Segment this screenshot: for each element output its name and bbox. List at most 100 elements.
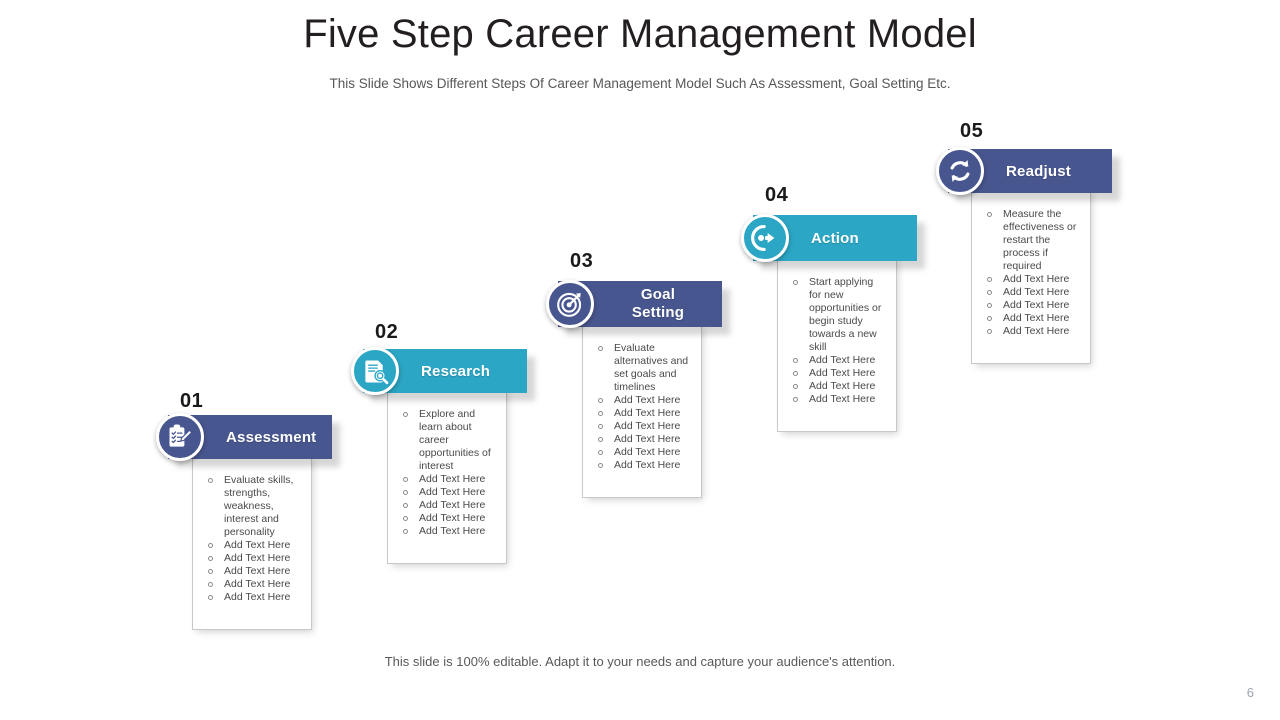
footer-note: This slide is 100% editable. Adapt it to… — [384, 654, 896, 669]
list-item-label: Add Text Here — [419, 499, 486, 511]
list-item-label: Add Text Here — [224, 565, 291, 577]
list-item: Add Text Here — [205, 591, 303, 604]
list-item-label: Add Text Here — [614, 394, 681, 406]
list-item-label: Add Text Here — [1003, 286, 1070, 298]
page-subtitle: This Slide Shows Different Steps Of Care… — [329, 76, 951, 91]
bullet-circle-icon — [403, 528, 408, 534]
list-item: Add Text Here — [205, 578, 303, 591]
list-item-label: Add Text Here — [614, 433, 681, 445]
list-item-label: Add Text Here — [224, 591, 291, 603]
bullet-circle-icon — [987, 315, 992, 321]
list-item-label: Add Text Here — [614, 459, 681, 471]
step-number-02: 02 — [375, 321, 399, 343]
list-item-label: Add Text Here — [809, 380, 876, 392]
document-magnifier-icon — [351, 347, 399, 395]
list-item: Add Text Here — [984, 325, 1082, 338]
bullet-circle-icon — [987, 211, 992, 217]
list-item: Add Text Here — [400, 499, 498, 512]
list-item: Add Text Here — [595, 446, 693, 459]
bullet-circle-icon — [987, 289, 992, 295]
list-item-label: Add Text Here — [809, 393, 876, 405]
list-item: Add Text Here — [790, 367, 888, 380]
list-item-label: Add Text Here — [614, 407, 681, 419]
bullet-circle-icon — [987, 276, 992, 282]
bullet-list-research: Explore and learn about career opportuni… — [400, 408, 498, 538]
list-item: Add Text Here — [595, 433, 693, 446]
step-number-03: 03 — [570, 250, 594, 272]
bullet-circle-icon — [793, 357, 798, 363]
bullet-circle-icon — [208, 542, 213, 548]
step-label-readjust: Readjust — [1006, 162, 1071, 180]
list-item: Add Text Here — [595, 459, 693, 472]
bar-label-line: Goal — [640, 286, 676, 303]
page-number: 6 — [1246, 685, 1254, 700]
list-item: Add Text Here — [984, 286, 1082, 299]
step-body-action: Start applying for new opportunities or … — [777, 255, 897, 432]
bullet-circle-icon — [793, 383, 798, 389]
list-item: Evaluate skills, strengths, weakness, in… — [205, 474, 303, 539]
step-label-action: Action — [811, 229, 859, 247]
step-number-05: 05 — [960, 120, 984, 142]
list-item: Add Text Here — [790, 354, 888, 367]
list-item: Add Text Here — [984, 299, 1082, 312]
list-item: Add Text Here — [400, 525, 498, 538]
list-item-label: Start applying for new opportunities or … — [809, 276, 882, 353]
step-body-goal-setting: Evaluate alternatives and set goals and … — [582, 321, 702, 498]
bullet-list-readjust: Measure the effectiveness or restart the… — [984, 208, 1082, 338]
list-item: Add Text Here — [400, 486, 498, 499]
list-item: Add Text Here — [984, 312, 1082, 325]
step-body-assessment: Evaluate skills, strengths, weakness, in… — [192, 453, 312, 630]
bullet-circle-icon — [598, 410, 603, 416]
bullet-circle-icon — [208, 581, 213, 587]
list-item-label: Add Text Here — [419, 512, 486, 524]
list-item-label: Add Text Here — [419, 473, 486, 485]
list-item: Add Text Here — [595, 394, 693, 407]
bullet-list-assessment: Evaluate skills, strengths, weakness, in… — [205, 474, 303, 604]
list-item: Add Text Here — [790, 380, 888, 393]
list-item-label: Add Text Here — [1003, 273, 1070, 285]
list-item: Add Text Here — [400, 512, 498, 525]
list-item: Add Text Here — [205, 565, 303, 578]
list-item: Add Text Here — [205, 552, 303, 565]
forward-arrow-circle-icon — [741, 214, 789, 262]
bullet-circle-icon — [598, 397, 603, 403]
target-arrow-icon — [546, 280, 594, 328]
bullet-circle-icon — [208, 568, 213, 574]
list-item-label: Add Text Here — [224, 578, 291, 590]
bullet-circle-icon — [403, 489, 408, 495]
list-item-label: Evaluate skills, strengths, weakness, in… — [224, 474, 294, 538]
step-number-04: 04 — [765, 184, 789, 206]
list-item-label: Evaluate alternatives and set goals and … — [614, 342, 689, 393]
list-item: Add Text Here — [790, 393, 888, 406]
bullet-circle-icon — [598, 436, 603, 442]
page-title: Five Step Career Management Model — [303, 12, 977, 56]
clipboard-checklist-pencil-icon — [156, 413, 204, 461]
bullet-circle-icon — [208, 594, 213, 600]
bullet-circle-icon — [793, 396, 798, 402]
list-item: Measure the effectiveness or restart the… — [984, 208, 1082, 273]
bullet-circle-icon — [793, 279, 798, 285]
step-number-01: 01 — [180, 390, 204, 412]
bullet-circle-icon — [598, 345, 603, 351]
list-item-label: Add Text Here — [614, 446, 681, 458]
bullet-circle-icon — [403, 411, 408, 417]
step-label-research: Research — [421, 362, 491, 380]
list-item: Add Text Here — [205, 539, 303, 552]
bullet-circle-icon — [987, 328, 992, 334]
list-item: Start applying for new opportunities or … — [790, 276, 888, 354]
bullet-circle-icon — [598, 449, 603, 455]
list-item-label: Add Text Here — [1003, 299, 1070, 311]
list-item-label: Explore and learn about career opportuni… — [419, 408, 491, 472]
list-item: Add Text Here — [595, 420, 693, 433]
refresh-cycle-arrows-icon — [936, 147, 984, 195]
list-item: Explore and learn about career opportuni… — [400, 408, 498, 473]
list-item-label: Add Text Here — [809, 367, 876, 379]
list-item: Add Text Here — [984, 273, 1082, 286]
list-item-label: Add Text Here — [419, 525, 486, 537]
list-item-label: Add Text Here — [1003, 312, 1070, 324]
step-body-readjust: Measure the effectiveness or restart the… — [971, 187, 1091, 364]
bullet-circle-icon — [403, 515, 408, 521]
bullet-list-goal-setting: Evaluate alternatives and set goals and … — [595, 342, 693, 472]
list-item-label: Add Text Here — [809, 354, 876, 366]
